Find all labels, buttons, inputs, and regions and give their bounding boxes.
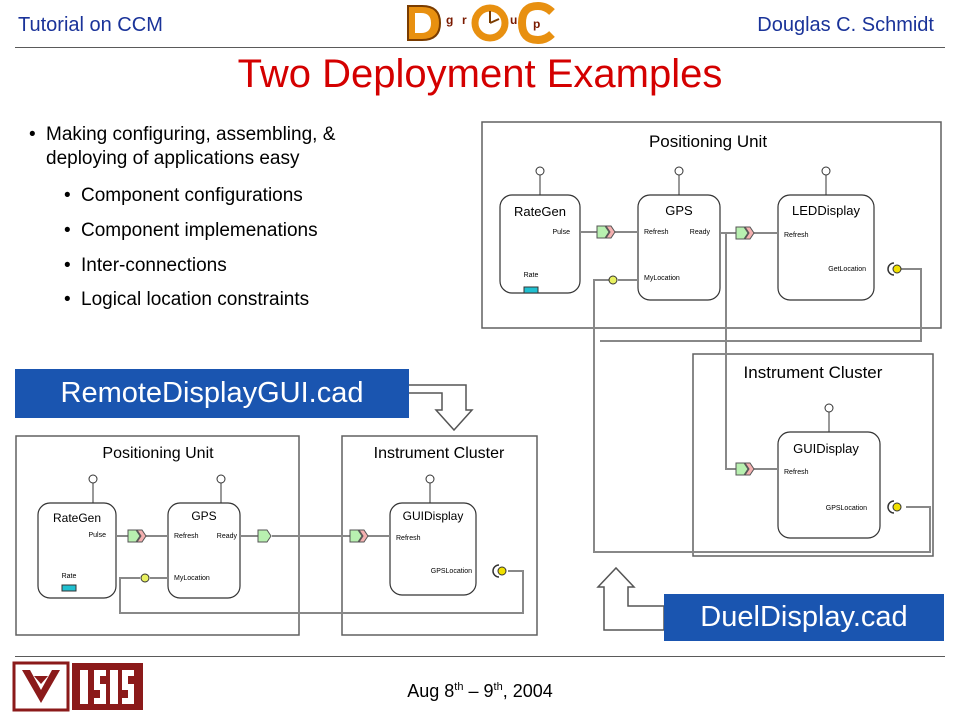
top-positioning-unit-title: Positioning Unit: [649, 132, 767, 151]
bottom-gps-refresh: Refresh: [174, 533, 199, 540]
top-leddisplay-port-icon: [821, 166, 831, 176]
bottom-rategen-rate: Rate: [62, 573, 77, 580]
main-bullet-line-1: Making configuring, assembling, &: [46, 124, 336, 145]
bottom-rategen-port-icon: [88, 474, 98, 484]
top-rategen-pulse: Pulse: [552, 229, 570, 236]
vanderbilt-logo: [12, 661, 70, 712]
bottom-gps-component: GPS Refresh Ready MyLocation: [167, 474, 241, 599]
bottom-gps-mylocation-receptacle-icon: [140, 573, 150, 583]
top-leddisplay-getlocation: GetLocation: [828, 266, 866, 273]
logo-letter-g: g: [446, 13, 453, 27]
bottom-gui-gpslocation-receptacle-icon: [492, 564, 507, 578]
bottom-gps-ready: Ready: [217, 533, 238, 540]
sub-bullet: • Component configurations: [64, 184, 303, 208]
sub-bullet-text: Logical location constraints: [81, 289, 310, 310]
bottom-rategen-component: RateGen Pulse Rate: [37, 474, 117, 599]
top-led-getlocation-receptacle-icon: [887, 262, 902, 276]
main-bullet-line-2: deploying of applications easy: [46, 148, 300, 169]
top-gps-name: GPS: [665, 203, 693, 218]
top-gps-port-icon: [674, 166, 684, 176]
top-connectors: [580, 231, 931, 553]
footer-date-mid: – 9: [463, 681, 494, 701]
bottom-guidisplay-gpslocation: GPSLocation: [431, 568, 472, 575]
top-gps-mylocation: MyLocation: [644, 275, 680, 282]
sub-bullet-text: Component configurations: [81, 185, 303, 206]
isis-logo: [72, 663, 143, 710]
remote-display-cad-label: RemoteDisplayGUI.cad: [15, 369, 409, 418]
top-rategen-rate: Rate: [524, 272, 539, 279]
main-bullet: • Making configuring, assembling, & depl…: [29, 123, 336, 171]
bottom-gps-ready-facet-icon: [257, 529, 272, 543]
top-gps-refresh: Refresh: [644, 229, 669, 236]
bottom-connectors: [116, 535, 524, 614]
bottom-rategen-rate-attribute-icon: [61, 584, 77, 592]
top-guidisplay-port-icon: [824, 403, 834, 413]
bottom-guidisplay-refresh: Refresh: [396, 535, 421, 542]
footer-year: , 2004: [502, 681, 553, 701]
footer-sup-1: th: [454, 681, 464, 693]
top-rategen-name: RateGen: [514, 204, 566, 219]
top-rategen-pulse-facet-icon: [596, 225, 616, 239]
slide-title: Two Deployment Examples: [237, 52, 723, 96]
top-rategen-component: RateGen Pulse Rate: [499, 166, 581, 294]
bullet-dot-icon: •: [64, 185, 71, 206]
header-right: Douglas C. Schmidt: [757, 14, 934, 36]
footer-date: Aug 8th – 9th, 2004: [0, 681, 960, 702]
bottom-gps-mylocation: MyLocation: [174, 575, 210, 582]
bullet-dot-icon: •: [64, 289, 71, 310]
bottom-guidisplay-port-icon: [425, 474, 435, 484]
top-leddisplay-component: LEDDisplay Refresh GetLocation: [777, 166, 875, 301]
bullet-dot-icon: •: [64, 255, 71, 276]
top-gui-gpslocation-receptacle-icon: [887, 500, 902, 514]
bottom-rategen-pulse: Pulse: [88, 532, 106, 539]
top-guidisplay-refresh: Refresh: [784, 469, 809, 476]
footer-date-prefix: Aug 8: [407, 681, 455, 701]
top-gps-ready: Ready: [690, 229, 711, 236]
logo-letter-p: p: [533, 17, 540, 31]
doc-group-logo: g r u p: [407, 2, 555, 44]
bullet-dot-icon: •: [64, 220, 71, 241]
logo-letter-u: u: [510, 13, 517, 27]
bottom-gps-name: GPS: [191, 509, 216, 523]
top-guidisplay-gpslocation: GPSLocation: [826, 505, 867, 512]
top-gui-refresh-facet-icon: [735, 462, 755, 476]
top-rategen-rate-attribute-icon: [523, 286, 539, 294]
bottom-rategen-pulse-facet-icon: [127, 529, 147, 543]
logo-letter-r: r: [462, 13, 467, 27]
sub-bullet-text: Component implemenations: [81, 220, 318, 241]
bullet-dot-icon: •: [29, 124, 36, 145]
top-leddisplay-refresh: Refresh: [784, 232, 809, 239]
top-guidisplay-name: GUIDisplay: [793, 441, 859, 456]
top-leddisplay-name: LEDDisplay: [792, 203, 860, 218]
top-gps-component: GPS Refresh Ready MyLocation: [637, 166, 721, 301]
top-gps-mylocation-receptacle-icon: [608, 275, 618, 285]
bottom-guidisplay-name: GUIDisplay: [403, 509, 464, 523]
duel-up-arrow-icon: [596, 566, 665, 631]
bottom-gps-port-icon: [216, 474, 226, 484]
duel-display-cad-label: DuelDisplay.cad: [664, 594, 944, 641]
top-instrument-cluster-title: Instrument Cluster: [744, 363, 883, 382]
bottom-guidisplay-component: GUIDisplay Refresh GPSLocation: [389, 474, 477, 596]
bottom-rategen-name: RateGen: [53, 511, 101, 525]
bottom-instrument-cluster-title: Instrument Cluster: [374, 445, 505, 462]
header-left: Tutorial on CCM: [18, 14, 163, 36]
footer-sup-2: th: [493, 681, 503, 693]
header-rule: [15, 47, 945, 48]
bottom-gui-refresh-facet-icon: [349, 529, 369, 543]
top-guidisplay-component: GUIDisplay Refresh GPSLocation: [777, 403, 881, 539]
top-led-refresh-facet-icon: [735, 226, 755, 240]
sub-bullet: • Inter-connections: [64, 254, 227, 278]
footer-rule: [15, 656, 945, 657]
bottom-positioning-unit-title: Positioning Unit: [102, 445, 214, 462]
top-rategen-port-icon: [535, 166, 545, 176]
remote-down-arrow-icon: [407, 384, 474, 432]
sub-bullet: • Component implemenations: [64, 219, 318, 243]
sub-bullet: • Logical location constraints: [64, 288, 310, 312]
sub-bullet-text: Inter-connections: [81, 255, 227, 276]
